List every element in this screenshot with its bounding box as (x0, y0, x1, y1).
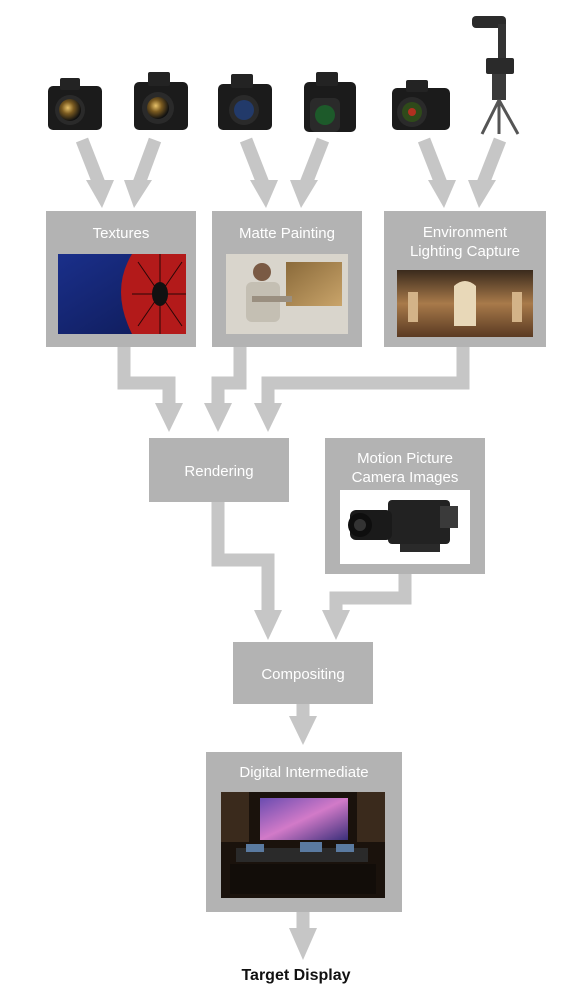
motion-label-line2: Camera Images (352, 469, 459, 486)
digital-intermediate-label: Digital Intermediate (239, 764, 368, 781)
arrowhead (322, 610, 350, 640)
camera-5-icon (392, 80, 450, 130)
arrowhead (428, 180, 456, 208)
arrowhead (155, 403, 183, 432)
arrowhead (86, 180, 114, 208)
panoramic-head-icon (472, 16, 520, 135)
arrowhead (289, 716, 317, 745)
arrow-camera1-to-textures (75, 137, 107, 189)
arrowhead (290, 180, 318, 208)
camera-3-icon (218, 74, 272, 130)
arrowhead (250, 180, 278, 208)
arrow-camera5-to-environment (417, 137, 449, 189)
arrow-environment-to-rendering (261, 347, 470, 405)
environment-panorama-image (397, 270, 533, 337)
arrowhead (204, 403, 232, 432)
environment-label-line2: Lighting Capture (410, 243, 520, 260)
matte-painting-node: Matte Painting (212, 211, 362, 347)
arrowhead (468, 180, 496, 208)
arrow-rendering-to-compositing (211, 502, 275, 612)
compositing-label: Compositing (261, 666, 344, 683)
arrowhead (124, 180, 152, 208)
matte-painting-label: Matte Painting (239, 225, 335, 242)
rendering-node: Rendering (149, 438, 289, 502)
environment-label-line1: Environment (423, 224, 508, 241)
textures-label: Textures (93, 225, 150, 242)
camera-1-icon (48, 78, 102, 130)
environment-lighting-node: Environment Lighting Capture (384, 211, 546, 347)
arrow-camera3-to-matte (239, 137, 271, 189)
textures-image (58, 254, 186, 334)
arrowhead (289, 928, 317, 960)
motion-picture-node: Motion Picture Camera Images (325, 438, 485, 574)
digital-intermediate-node: Digital Intermediate (206, 752, 402, 912)
camera-2-icon (134, 72, 188, 130)
camera-4-icon (304, 72, 356, 132)
arrow-textures-to-rendering (117, 347, 176, 405)
textures-node: Textures (46, 211, 196, 347)
arrow-camera2-to-textures (131, 137, 162, 189)
cinema-camera-image (340, 490, 470, 564)
target-display-label: Target Display (241, 967, 350, 984)
compositing-node: Compositing (233, 642, 373, 704)
arrow-heads (86, 180, 496, 960)
arrow-camera4-to-matte (298, 137, 330, 189)
matte-painting-image (226, 254, 348, 334)
arrow-matte-to-rendering (211, 347, 247, 405)
motion-label-line1: Motion Picture (357, 450, 453, 467)
rendering-label: Rendering (184, 463, 253, 480)
arrows (75, 137, 507, 930)
arrow-camera6-to-environment (475, 137, 507, 189)
arrowhead (254, 403, 282, 432)
arrowhead (254, 610, 282, 640)
arrow-motion-to-compositing (329, 574, 412, 612)
grading-suite-image (221, 792, 385, 898)
